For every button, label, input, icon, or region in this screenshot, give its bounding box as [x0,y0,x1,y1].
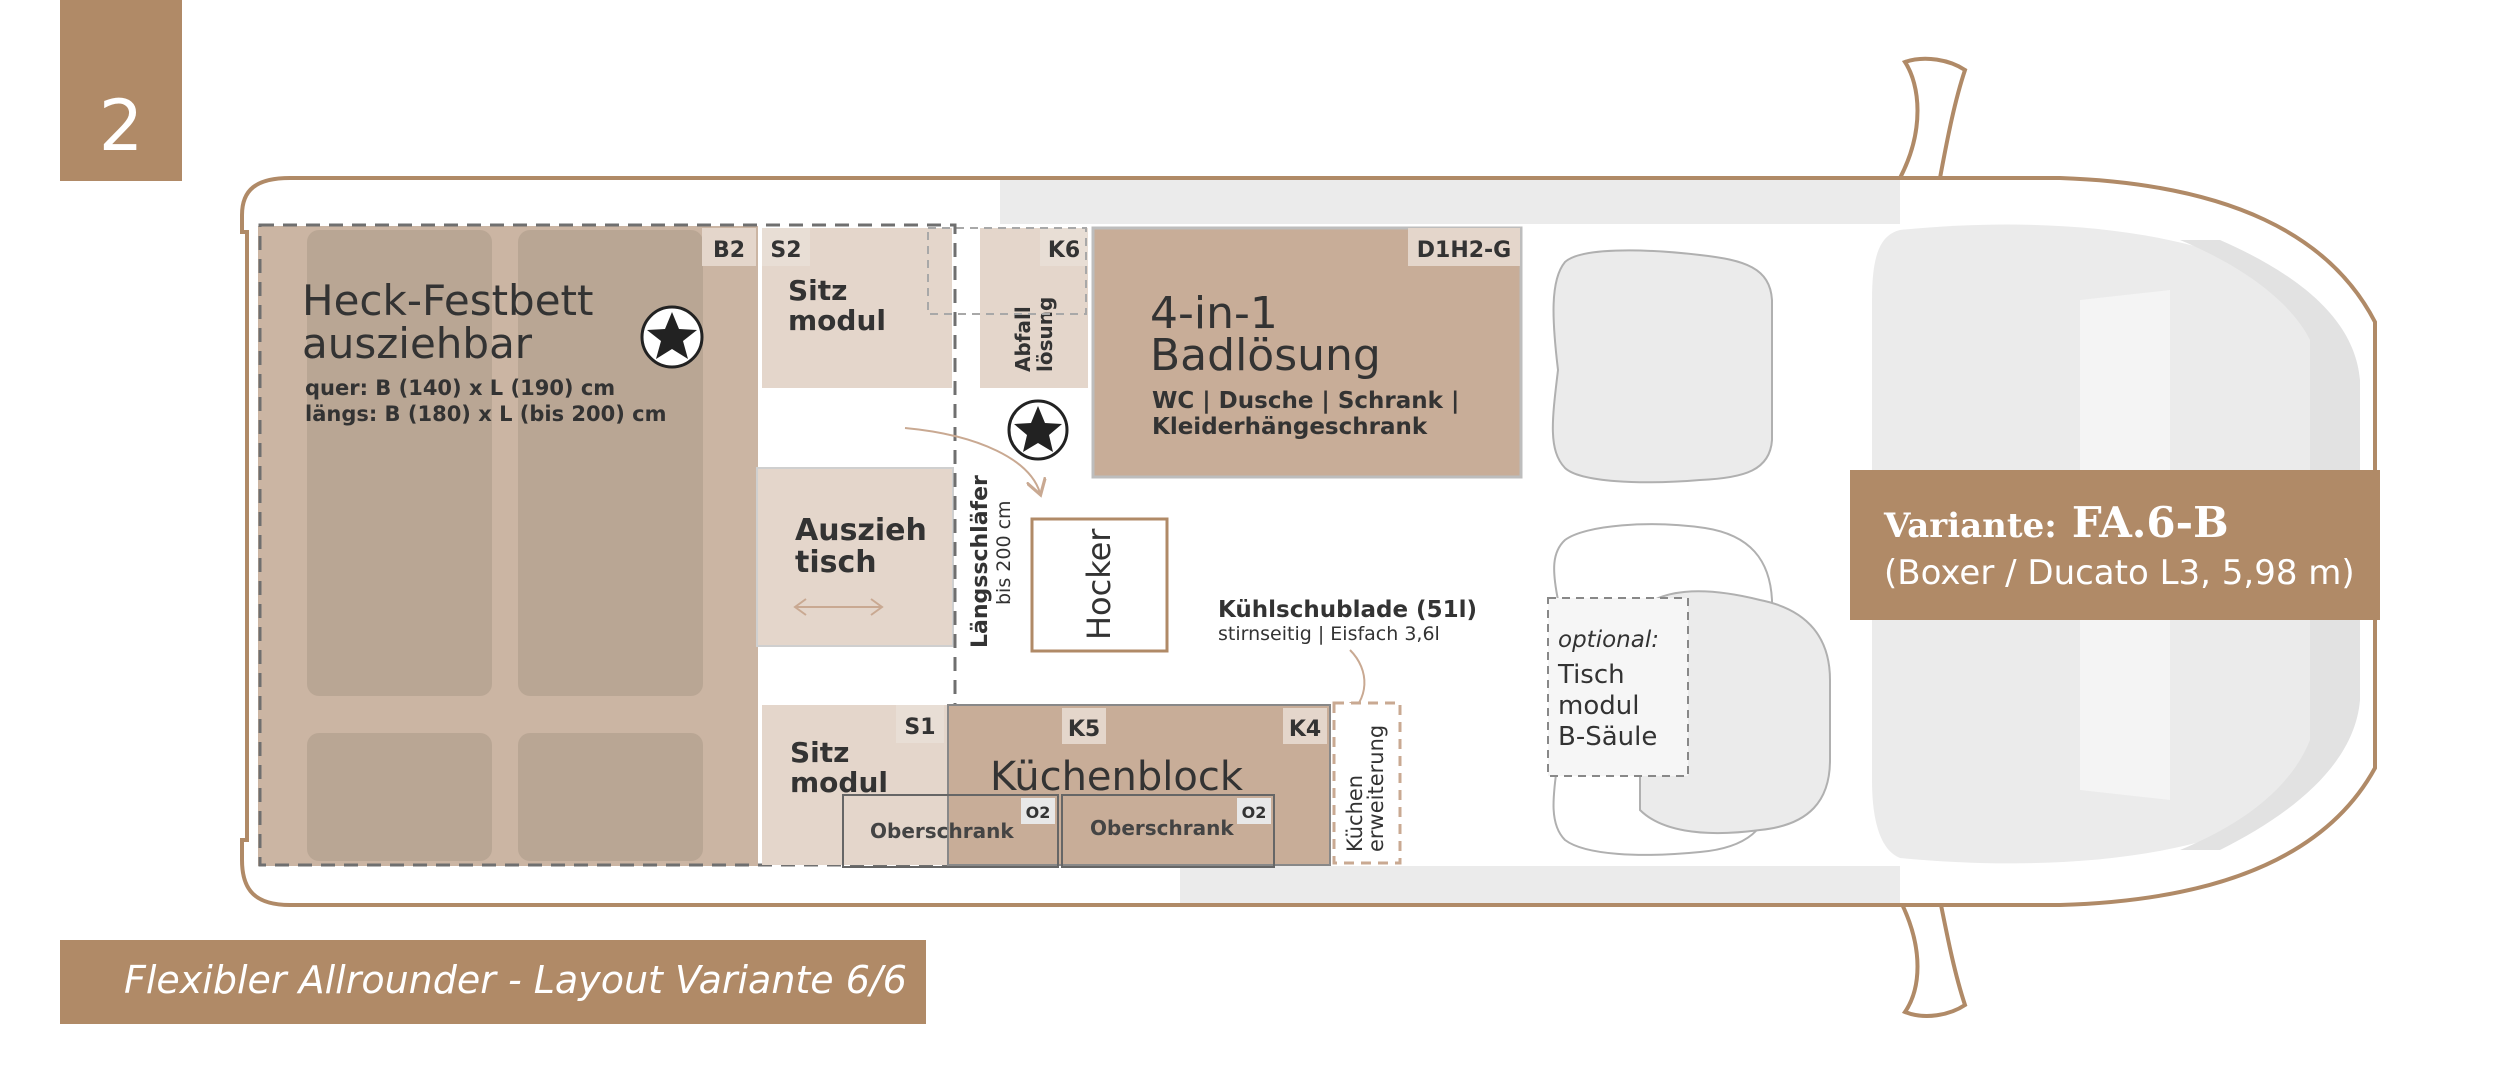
optional-line2: modul [1558,691,1639,721]
bed-cushion-bottom-right [518,733,703,861]
footer-caption: Flexibler Allrounder - Layout Variante 6… [124,958,907,1002]
bath-title-line2: Badlösung [1150,330,1381,381]
table-to-stool-arrow [904,427,1040,493]
bed-cushion-top-left [307,230,492,696]
stool-label: Hocker [1080,528,1118,640]
cabinet-right-label: Oberschrank [1090,816,1234,840]
star-icon [640,305,704,369]
seat-bottom-line2: modul [790,766,888,799]
page-number: 2 [99,85,144,167]
footer-caption-bar: Flexibler Allrounder - Layout Variante 6… [60,940,926,1024]
cabinet-left-label: Oberschrank [870,819,1014,843]
table-line2: tisch [795,545,877,580]
optional-line1: Tisch [1557,660,1625,690]
bed-cushion-bottom-left [307,733,492,861]
seat-module-bottom: S1 Sitz modul [762,705,952,865]
upper-cabinet-right [1061,794,1275,868]
bath-detail-line2: Kleiderhängeschrank [1152,414,1428,440]
fridge-detail: stirnseitig | Eisfach 3,6l [1218,623,1440,645]
optional-line3: B-Säule [1558,722,1657,752]
variant-prefix: Variante: [1883,506,2057,546]
table-line1: Auszieh [795,513,927,548]
mirror-bottom [1896,898,1968,1018]
svg-text:Variante: FA.6-B: Variante: FA.6-B [1883,498,2229,547]
bath-tag: D1H2-G [1417,238,1511,263]
fridge-label: Kühlschublade (51l) stirnseitig | Eisfac… [1218,597,1477,718]
sleeper-label: Längsschläfer bis 200 cm [968,475,1015,648]
waste-line2: lösung [1033,297,1057,372]
waste-tag: K6 [1048,238,1080,263]
stool: Hocker [1030,517,1169,653]
seat-top-tag: S2 [770,238,801,263]
kitchen-tag-left: K5 [1068,717,1100,742]
pullout-table: Auszieh tisch [756,467,954,647]
variant-code: FA.6-B [2072,498,2229,547]
seat-bottom-line1: Sitz [790,736,849,769]
seat-top-line2: modul [788,304,886,337]
double-arrow-icon [793,598,884,616]
sleeper-line1: Längsschläfer [968,475,993,648]
kitchen-title: Küchenblock [990,754,1244,800]
bed-module-tag: B2 [713,238,745,263]
seat-top-line1: Sitz [788,274,847,307]
optional-note: optional: [1558,627,1659,653]
bath-module: D1H2-G 4-in-1 Badlösung WC | Dusche | Sc… [1091,226,1523,479]
optional-table-module: optional: Tisch modul B-Säule [1547,597,1689,777]
waste-line1: Abfall [1011,306,1035,372]
bed-spec-line2: längs: B (180) x L (bis 200) cm [305,402,666,426]
bed-title-line1: Heck-Festbett [302,276,593,325]
kitchen-extension: Küchen erweiterung [1332,701,1402,865]
bed-spec-line1: quer: B (140) x L (190) cm [305,376,615,400]
seat-bottom-tag: S1 [904,715,935,740]
variant-detail: (Boxer / Ducato L3, 5,98 m) [1884,553,2355,593]
kitchen-ext-line1: Küchen [1343,775,1367,852]
upper-cabinet-left [842,794,1059,868]
mirror-top [1896,56,1968,180]
kitchen-ext-line2: erweiterung [1364,725,1388,852]
star-icon-2 [1007,399,1069,461]
sleeper-outline [258,223,957,867]
driver-seat [1551,249,1773,484]
bath-title-line1: 4-in-1 [1150,288,1278,339]
cabinet-left-tag: O2 [1026,803,1051,822]
variant-badge: Variante: FA.6-B (Boxer / Ducato L3, 5,9… [1850,470,2380,620]
page-number-badge: 2 [60,0,182,181]
cabinet-right-tag: O2 [1242,803,1267,822]
fridge-title: Kühlschublade (51l) [1218,597,1477,623]
sleeper-line2: bis 200 cm [993,500,1015,605]
kitchen-block: K5 K4 Küchenblock O2 Oberschrank O2 Ober… [842,704,1331,868]
bed-title-line2: ausziehbar [302,319,533,368]
waste-module: K6 Abfall lösung [927,227,1088,388]
bed-module: B2 Heck-Festbett ausziehbar quer: B (140… [258,226,758,866]
upper-cabinet-outline [927,227,1087,315]
bath-detail-line1: WC | Dusche | Schrank | [1152,388,1459,414]
kitchen-tag-right: K4 [1289,717,1321,742]
seat-module-top: S2 Sitz modul [762,228,952,388]
